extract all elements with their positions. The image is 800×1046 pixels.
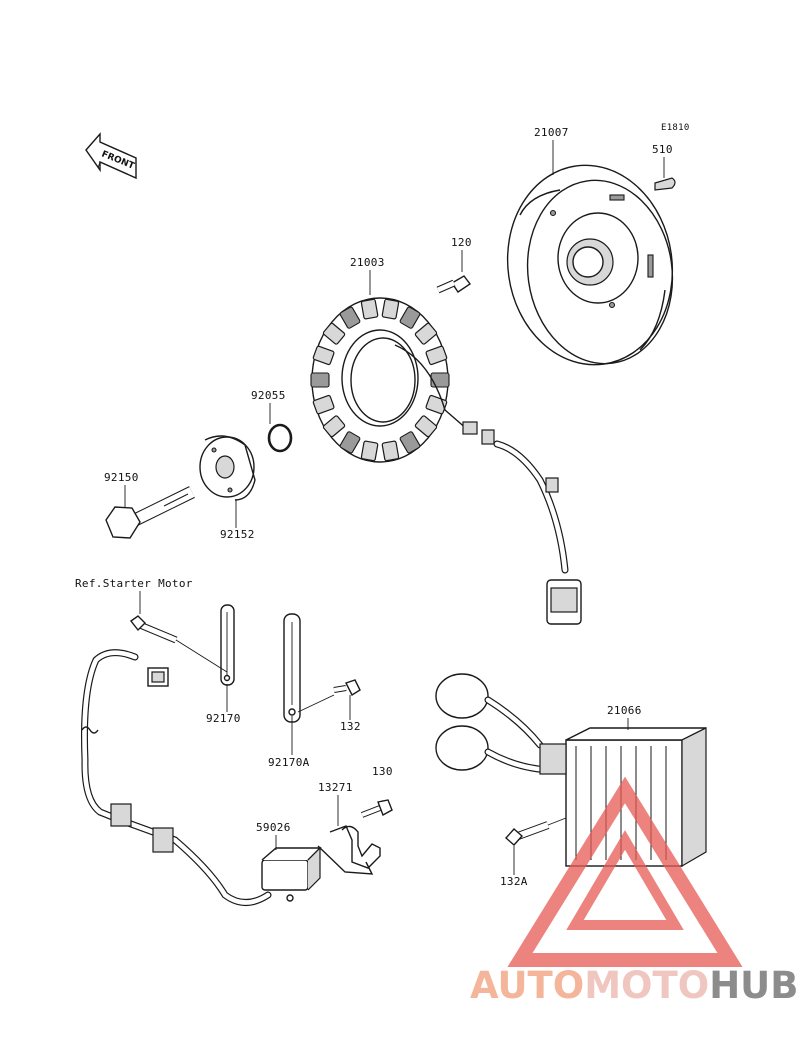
callout-120: 120	[451, 236, 472, 249]
stator-tooth	[322, 415, 346, 438]
stator-tooth	[414, 322, 438, 345]
stator-part	[310, 297, 582, 625]
callout-510: 510	[652, 143, 673, 156]
starter-bolt-part	[129, 615, 178, 644]
callout-130: 130	[372, 765, 393, 778]
watermark-text: AUTOMOTOHUB	[470, 964, 798, 1007]
callout-21003: 21003	[350, 256, 385, 269]
callout-59026: 59026	[256, 821, 291, 834]
callout-13271: 13271	[318, 781, 353, 794]
stator-tooth	[312, 345, 335, 366]
stator-bolt-part	[436, 275, 472, 294]
watermark-auto: AUTO	[470, 964, 584, 1007]
stator-tooth	[360, 440, 379, 462]
callout-92170: 92170	[206, 712, 241, 725]
stator-tooth	[430, 372, 450, 388]
flange-bolt-part	[105, 486, 195, 539]
strap-92170a-part	[283, 613, 301, 723]
watermark-moto: MOTO	[584, 964, 709, 1007]
callout-92150: 92150	[104, 471, 139, 484]
stator-tooth	[360, 298, 379, 320]
callout-92152: 92152	[220, 528, 255, 541]
callout-132: 132	[340, 720, 361, 733]
diagram-code: E1810	[661, 123, 690, 133]
bolt-132-part	[333, 679, 361, 697]
watermark-logo-icon	[507, 776, 743, 967]
stator-tooth	[339, 306, 361, 329]
leader-lines	[124, 140, 665, 875]
callout-21066: 21066	[607, 704, 642, 717]
o-ring-part	[267, 423, 293, 453]
watermark-hub: HUB	[709, 964, 798, 1007]
bracket-part	[317, 825, 381, 875]
stator-tooth	[414, 415, 438, 438]
bolt-130-part	[360, 799, 393, 818]
strap-92170-part	[220, 604, 235, 686]
relay-part	[261, 846, 322, 902]
callout-132a: 132A	[500, 875, 528, 888]
stator-tooth	[322, 322, 346, 345]
plate-part	[199, 435, 256, 501]
regulator-rectifier-part	[435, 673, 707, 868]
stator-tooth	[399, 306, 421, 329]
key-part	[654, 177, 676, 191]
rotor-part	[506, 164, 674, 366]
callout-92170a: 92170A	[268, 756, 310, 769]
stator-tooth	[310, 372, 330, 388]
stator-tooth	[339, 431, 361, 454]
stator-tooth	[381, 298, 400, 320]
stator-tooth	[399, 431, 421, 454]
callout-92055: 92055	[251, 389, 286, 402]
reference-note: Ref.Starter Motor	[75, 577, 193, 590]
front-arrow-icon: FRONT	[85, 132, 137, 180]
wiring-harness-part	[80, 649, 272, 906]
stator-tooth	[425, 345, 448, 366]
stator-tooth	[312, 394, 335, 415]
svg-text:AUTOMOTOHUB: AUTOMOTOHUB	[470, 964, 798, 1007]
stator-tooth	[381, 440, 400, 462]
callout-21007: 21007	[534, 126, 569, 139]
bolt-132a-part	[505, 821, 550, 846]
